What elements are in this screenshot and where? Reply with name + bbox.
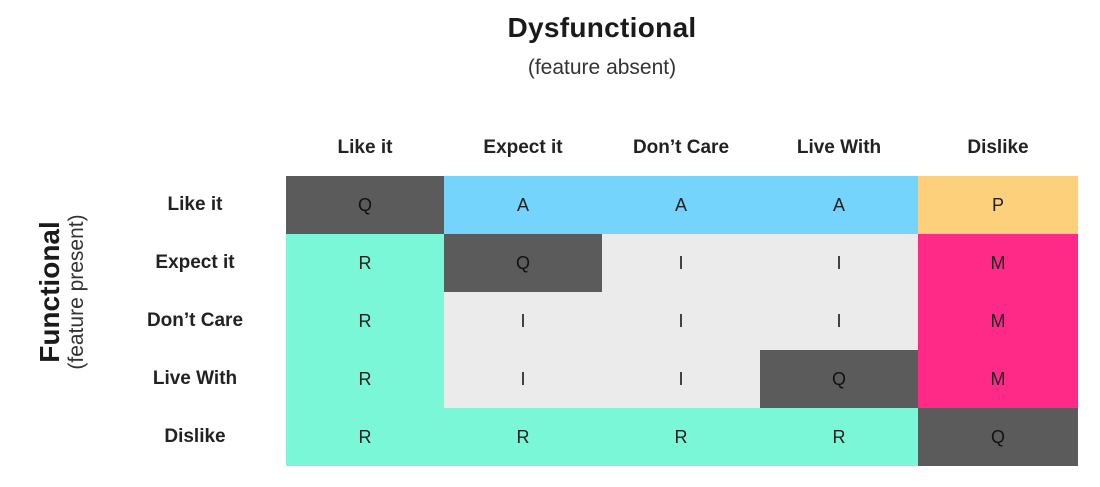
matrix-cell: R (444, 408, 602, 466)
matrix-cell: M (918, 350, 1078, 408)
matrix-cell: M (918, 234, 1078, 292)
matrix-cell: I (444, 350, 602, 408)
matrix-cell: R (286, 292, 444, 350)
column-header: Like it (337, 137, 393, 158)
matrix-cell: Q (444, 234, 602, 292)
matrix-cell: Q (918, 408, 1078, 466)
dysfunctional-title: Dysfunctional (507, 12, 697, 43)
matrix-cell: I (602, 350, 760, 408)
matrix-cell: R (602, 408, 760, 466)
matrix-cell: I (760, 234, 918, 292)
row-header: Live With (152, 368, 238, 389)
matrix-cell: I (760, 292, 918, 350)
matrix-cell: R (760, 408, 918, 466)
row-header: Don’t Care (146, 310, 244, 331)
matrix-cell: Q (760, 350, 918, 408)
dysfunctional-subtitle: (feature absent) (527, 56, 677, 79)
functional-subtitle: (feature present) (65, 214, 88, 370)
matrix-cell: M (918, 292, 1078, 350)
matrix-cell: A (602, 176, 760, 234)
matrix-cell: A (760, 176, 918, 234)
column-header: Expect it (483, 137, 563, 158)
functional-title: Functional (34, 221, 65, 363)
matrix-cell: I (602, 292, 760, 350)
row-header: Like it (167, 194, 223, 215)
row-header: Expect it (155, 252, 235, 273)
column-header: Dislike (967, 137, 1029, 158)
row-header: Dislike (164, 426, 226, 447)
matrix-cell: R (286, 408, 444, 466)
column-header: Don’t Care (632, 137, 730, 158)
matrix-cell: A (444, 176, 602, 234)
matrix-cell: P (918, 176, 1078, 234)
matrix-cell: I (602, 234, 760, 292)
matrix-cell: R (286, 350, 444, 408)
matrix-cell: I (444, 292, 602, 350)
column-header: Live With (796, 137, 882, 158)
matrix-cell: R (286, 234, 444, 292)
matrix-cell: Q (286, 176, 444, 234)
